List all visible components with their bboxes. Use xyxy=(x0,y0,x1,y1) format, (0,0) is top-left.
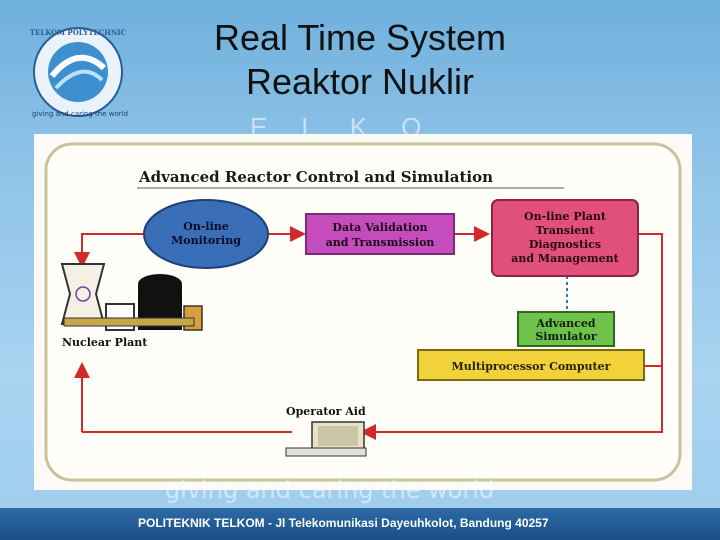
slide-title-line1: Real Time System xyxy=(213,17,507,58)
online-monitoring-line2: Monitoring xyxy=(171,234,241,247)
reactor-control-diagram: Advanced Reactor Control and Simulation xyxy=(34,134,692,490)
online-plant-line1: On-line Plant xyxy=(524,210,607,223)
logo-ring-text: TELKOM POLYTECHNIC xyxy=(30,28,126,37)
online-plant-line4: and Management xyxy=(511,252,619,265)
slide-title: Real Time System Reaktor Nuklir xyxy=(150,16,570,104)
bottom-watermark-tagline: giving and caring the world xyxy=(165,476,495,504)
node-nuclear-plant: Nuclear Plant xyxy=(60,263,203,349)
advanced-simulator-line2: Simulator xyxy=(535,330,596,343)
control-loop-arrows xyxy=(74,226,663,440)
slide-title-line2: Reaktor Nuklir xyxy=(245,61,475,102)
node-data-validation: Data Validation and Transmission xyxy=(305,213,455,255)
node-online-plant-diagnostics: On-line Plant Transient Diagnostics and … xyxy=(491,199,639,277)
footer-address: POLITEKNIK TELKOM - Jl Telekomunikasi Da… xyxy=(138,516,549,530)
online-monitoring-line1: On-line xyxy=(183,220,229,233)
nuclear-plant-label: Nuclear Plant xyxy=(62,336,148,349)
atom-icon xyxy=(75,286,91,302)
online-plant-line3: Diagnostics xyxy=(529,238,601,251)
online-plant-line2: Transient xyxy=(536,224,596,237)
node-operator-aid: Operator Aid xyxy=(285,405,367,457)
telkom-polytechnic-logo: TELKOM POLYTECHNIC xyxy=(30,27,126,117)
diagram-title: Advanced Reactor Control and Simulation xyxy=(138,168,493,186)
keyboard-icon xyxy=(285,447,367,457)
data-validation-line2: and Transmission xyxy=(326,236,435,249)
node-multiprocessor-computer: Multiprocessor Computer xyxy=(417,349,645,381)
advanced-simulator-line1: Advanced xyxy=(535,317,595,330)
data-validation-line1: Data Validation xyxy=(332,221,427,234)
multiprocessor-label: Multiprocessor Computer xyxy=(452,360,611,373)
footer-bar xyxy=(0,508,720,540)
node-advanced-simulator: Advanced Simulator xyxy=(517,311,615,347)
logo-tagline: giving and caring the world xyxy=(32,110,129,118)
node-online-monitoring: On-line Monitoring xyxy=(143,199,269,269)
operator-aid-label: Operator Aid xyxy=(286,405,366,418)
